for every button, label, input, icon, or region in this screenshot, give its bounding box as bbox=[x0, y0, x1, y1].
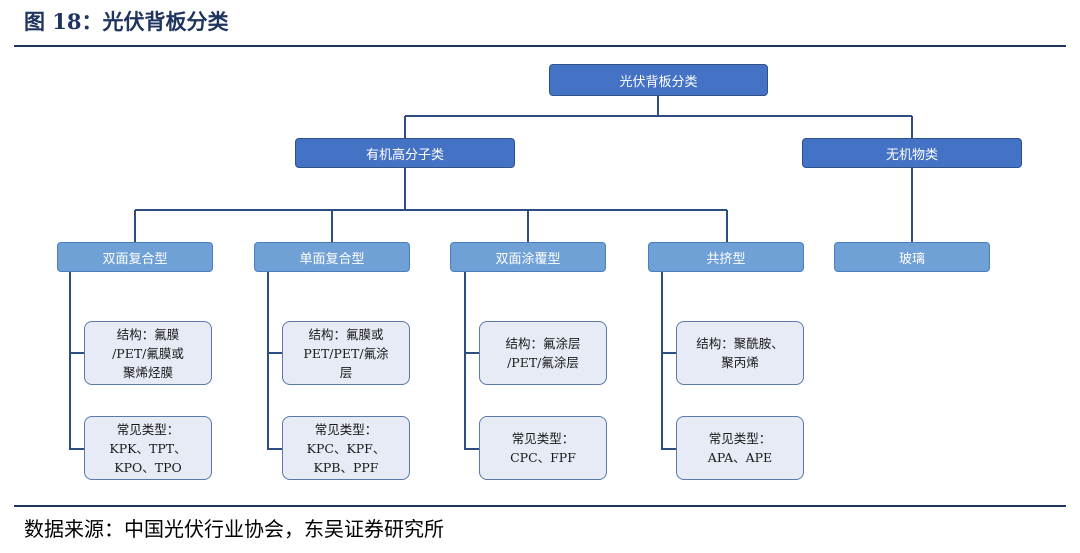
leaf-coextrusion-types: 常见类型： APA、APE bbox=[676, 416, 804, 480]
leaf-double-coating-types: 常见类型： CPC、FPF bbox=[479, 416, 607, 480]
leaf-double-composite-structure: 结构：氟膜 /PET/氟膜或 聚烯烃膜 bbox=[84, 321, 212, 385]
source-note: 数据来源：中国光伏行业协会，东吴证券研究所 bbox=[24, 517, 444, 541]
node-glass: 玻璃 bbox=[834, 242, 990, 272]
leaf-single-composite-types: 常见类型： KPC、KPF、 KPB、PPF bbox=[282, 416, 410, 480]
bottom-rule bbox=[14, 505, 1066, 507]
leaf-double-coating-structure: 结构：氟涂层 /PET/氟涂层 bbox=[479, 321, 607, 385]
top-rule bbox=[14, 45, 1066, 47]
node-double-coating: 双面涂覆型 bbox=[450, 242, 606, 272]
leaf-double-composite-types: 常见类型： KPK、TPT、 KPO、TPO bbox=[84, 416, 212, 480]
node-single-composite: 单面复合型 bbox=[254, 242, 410, 272]
figure-title: 图 18：光伏背板分类 bbox=[24, 9, 229, 34]
node-root: 光伏背板分类 bbox=[549, 64, 768, 96]
node-coextrusion: 共挤型 bbox=[648, 242, 804, 272]
leaf-coextrusion-structure: 结构：聚酰胺、 聚丙烯 bbox=[676, 321, 804, 385]
leaf-single-composite-structure: 结构：氟膜或 PET/PET/氟涂 层 bbox=[282, 321, 410, 385]
node-inorganic: 无机物类 bbox=[802, 138, 1022, 168]
node-organic: 有机高分子类 bbox=[295, 138, 515, 168]
node-double-composite: 双面复合型 bbox=[57, 242, 213, 272]
